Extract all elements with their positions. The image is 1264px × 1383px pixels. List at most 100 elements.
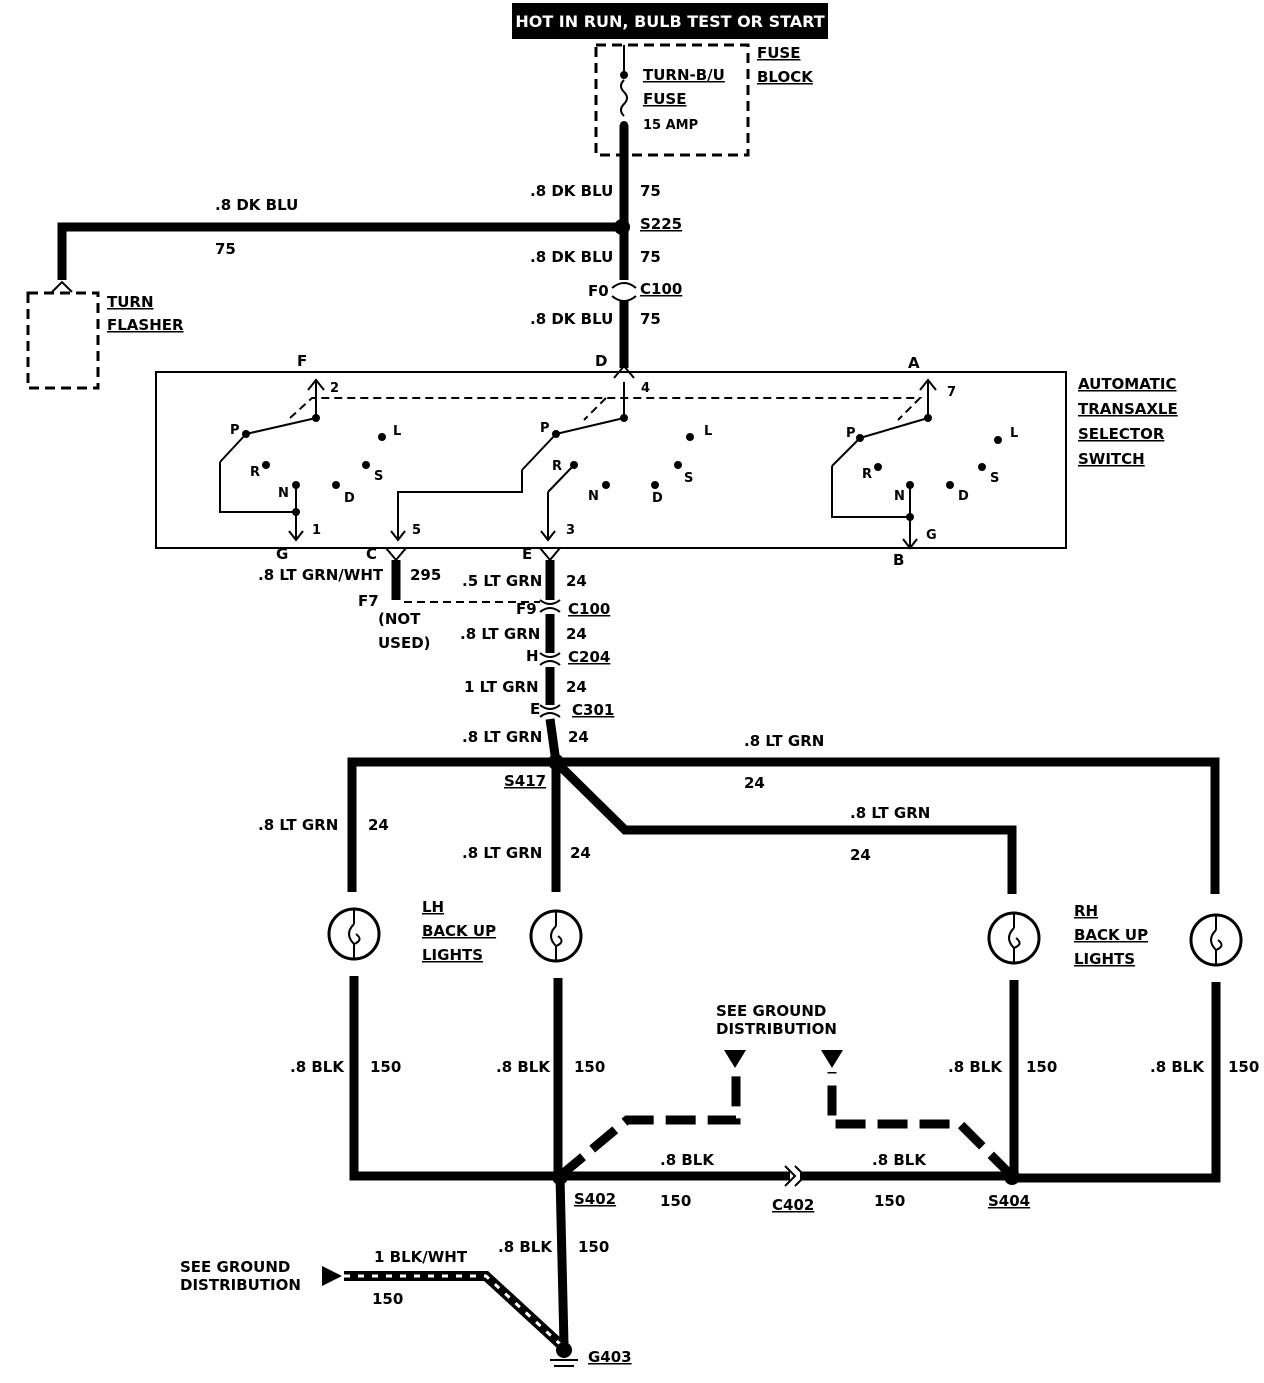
fuse-block-label-line1: FUSE <box>757 44 800 62</box>
splice-s402-label: S402 <box>574 1190 616 1208</box>
wire-label-blk-main: .8 BLK <box>498 1238 553 1256</box>
wire-label-blk-cross-right: .8 BLK <box>872 1151 927 1169</box>
turn-flasher-box <box>26 291 100 390</box>
lh-inner-bulb-icon <box>529 909 583 963</box>
rh-lights-label-line2: BACK UP <box>1074 926 1148 944</box>
wire-label-ltgrn-b: .8 LT GRN <box>460 625 540 643</box>
wire-label-ltgrn-1: 1 LT GRN <box>464 678 539 696</box>
fuse-block-label-line2: BLOCK <box>757 68 814 86</box>
wire-label-dkblu-3: .8 DK BLU <box>530 310 613 328</box>
power-source-box <box>512 3 828 39</box>
switch-section-1 <box>219 378 386 542</box>
connector-c100-bottom: C100 <box>568 600 610 618</box>
connector-c100-top: C100 <box>640 280 682 298</box>
turn-flasher-label-line1: TURN <box>107 293 154 311</box>
circuit-295: 295 <box>410 566 441 584</box>
gnd-dist-link-right <box>827 1072 1016 1180</box>
wire-label-blk-cross-left: .8 BLK <box>660 1151 715 1169</box>
circuit-75-flasher: 75 <box>215 240 236 258</box>
pos-s-2: S <box>684 471 693 486</box>
gnd-dist-arrow-left <box>724 1050 746 1068</box>
switch-label-line2: TRANSAXLE <box>1078 400 1178 418</box>
splice-s404-dot <box>1004 1169 1020 1185</box>
wire-label-blk-lh-outer: .8 BLK <box>290 1058 345 1076</box>
wire-label-ltgrn-rh-inner: .8 LT GRN <box>850 804 930 822</box>
flasher-terminal <box>51 280 73 293</box>
rh-inner-bulb-icon <box>987 911 1041 965</box>
pos-l-2: L <box>704 424 712 439</box>
pos-n-3: N <box>894 489 905 504</box>
terminal-f: F <box>297 352 307 370</box>
connector-c301: C301 <box>572 701 614 719</box>
pos-p-1: P <box>230 423 240 438</box>
wire-label-ltgrn-c: .8 LT GRN <box>462 728 542 746</box>
see-ground-top-line2: DISTRIBUTION <box>716 1020 837 1038</box>
switch-label-line3: SELECTOR <box>1078 425 1165 443</box>
rh-outer-bulb-icon <box>1189 913 1243 967</box>
lh-lights-label-line1: LH <box>422 898 444 916</box>
terminal-d: D <box>595 352 607 370</box>
splice-s404-label: S404 <box>988 1192 1030 1210</box>
flasher-branch-wire <box>57 222 622 280</box>
gnd-wire-main <box>555 1176 569 1345</box>
connector-pin-f9: F9 <box>516 600 537 618</box>
circuit-24-d: 24 <box>568 728 589 746</box>
circuit-24-a: 24 <box>566 572 587 590</box>
circuit-150-rh-outer: 150 <box>1228 1058 1259 1076</box>
pos-d-1: D <box>344 491 355 506</box>
terminal-c: C <box>366 545 377 563</box>
power-source-label: HOT IN RUN, BULB TEST OR START <box>515 12 824 31</box>
pin-7: 7 <box>947 385 956 400</box>
wire-label-blkwht: 1 BLK/WHT <box>374 1248 468 1266</box>
wire-label-ltgrn-05: .5 LT GRN <box>462 572 542 590</box>
switch-linkage <box>289 397 923 421</box>
circuit-150-lh-inner: 150 <box>574 1058 605 1076</box>
connector-c204-symbol <box>539 652 561 666</box>
selector-switch-box <box>155 371 1067 549</box>
switch-section-3 <box>831 378 1002 550</box>
not-used-line2: USED) <box>378 634 431 652</box>
wire-label-dkblu-flasher: .8 DK BLU <box>215 196 298 214</box>
circuit-150-cross-left: 150 <box>660 1192 691 1210</box>
fuse-name-line2: FUSE <box>643 90 686 108</box>
see-ground-bottom-line2: DISTRIBUTION <box>180 1276 301 1294</box>
terminal-a: A <box>908 354 920 372</box>
wire-label-ltgrn-lh-outer: .8 LT GRN <box>258 816 338 834</box>
connector-pin-h: H <box>526 647 539 665</box>
fuse-block-box <box>594 43 750 157</box>
switch-section-2 <box>390 382 694 542</box>
connector-c100-bottom-symbol <box>539 599 561 613</box>
pos-s-1: S <box>374 469 383 484</box>
switch-label-line4: SWITCH <box>1078 450 1145 468</box>
circuit-24-b: 24 <box>566 625 587 643</box>
wire-lh-outer-feed <box>347 757 556 892</box>
wire-label-ltgrn-rh-outer: .8 LT GRN <box>744 732 824 750</box>
pos-s-3: S <box>990 471 999 486</box>
connector-c402: C402 <box>772 1196 814 1214</box>
fuse-symbol <box>620 45 628 129</box>
pos-l-3: L <box>1010 426 1018 441</box>
pos-d-2: D <box>652 491 663 506</box>
circuit-24-rh-inner: 24 <box>850 846 871 864</box>
ground-symbol-icon <box>550 1342 578 1367</box>
wire-label-blk-rh-outer: .8 BLK <box>1150 1058 1205 1076</box>
gnd-wire-rh-outer <box>1014 982 1221 1183</box>
fuse-name-line1: TURN-B/U <box>643 66 725 84</box>
gnd-wire-blkwht <box>344 1271 564 1348</box>
connector-pin-e: E <box>530 700 540 718</box>
pos-p-2: P <box>540 421 550 436</box>
wire-rh-outer-feed <box>556 757 1220 894</box>
see-ground-bottom-line1: SEE GROUND <box>180 1258 290 1276</box>
switch-label-line1: AUTOMATIC <box>1078 375 1177 393</box>
circuit-24-lh-outer: 24 <box>368 816 389 834</box>
pos-r-2: R <box>552 459 562 474</box>
not-used-line1: (NOT <box>378 610 421 628</box>
splice-s417-label: S417 <box>504 772 546 790</box>
circuit-24-lh-inner: 24 <box>570 844 591 862</box>
pos-r-3: R <box>862 467 872 482</box>
gnd-dist-link-left <box>557 1072 741 1180</box>
lh-outer-bulb-icon <box>327 907 381 961</box>
wire-label-blk-rh-inner: .8 BLK <box>948 1058 1003 1076</box>
splice-s225-label: S225 <box>640 215 682 233</box>
